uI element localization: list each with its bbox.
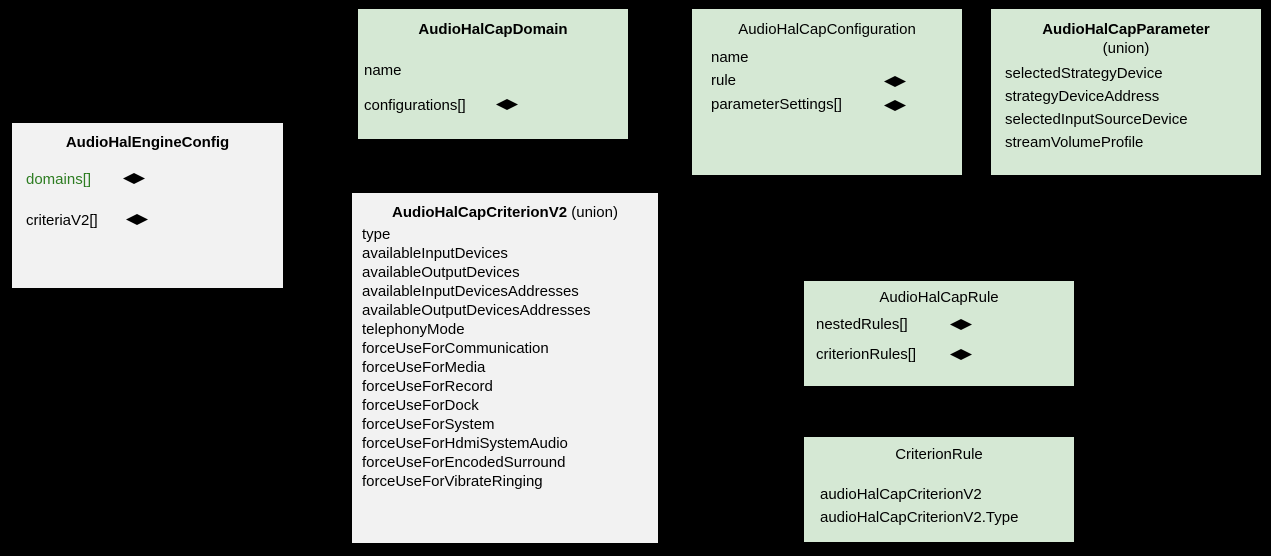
composition-diamond-configurations — [496, 99, 518, 110]
field-domain-name: name — [364, 62, 402, 79]
box-audio-hal-cap-parameter[interactable]: AudioHalCapParameter (union) selectedStr… — [991, 9, 1261, 175]
field-available-output-devices-addresses: availableOutputDevicesAddresses — [362, 302, 591, 319]
composition-diamond-criteriav2 — [126, 214, 148, 225]
field-force-use-for-dock: forceUseForDock — [362, 397, 479, 414]
box-title-cap-criterion-v2: AudioHalCapCriterionV2 (union) — [352, 203, 658, 222]
box-subtitle-cap-parameter: (union) — [1102, 40, 1150, 57]
field-available-input-devices-addresses: availableInputDevicesAddresses — [362, 283, 579, 300]
field-force-use-for-communication: forceUseForCommunication — [362, 340, 549, 357]
field-stream-volume-profile: streamVolumeProfile — [1005, 134, 1144, 151]
box-audio-hal-cap-criterion-v2[interactable]: AudioHalCapCriterionV2 (union) type avai… — [352, 193, 658, 543]
field-criteriav2: criteriaV2[] — [26, 212, 98, 229]
box-audio-hal-engine-config[interactable]: AudioHalEngineConfig domains[] criteriaV… — [12, 123, 283, 288]
composition-diamond-criterionrules — [950, 349, 972, 360]
composition-diamond-rule — [884, 76, 906, 87]
field-audio-hal-cap-criterion-v2-type: audioHalCapCriterionV2.Type — [820, 509, 1019, 526]
field-force-use-for-hdmi-system-audio: forceUseForHdmiSystemAudio — [362, 435, 568, 452]
box-subtitle-cap-criterion-v2: (union) — [571, 204, 618, 221]
field-selected-input-source-device: selectedInputSourceDevice — [1005, 111, 1188, 128]
box-title-engine-config: AudioHalEngineConfig — [65, 134, 230, 151]
field-force-use-for-vibrate-ringing: forceUseForVibrateRinging — [362, 473, 543, 490]
composition-diamond-domains — [123, 173, 145, 184]
field-audio-hal-cap-criterion-v2: audioHalCapCriterionV2 — [820, 486, 982, 503]
box-title-cap-configuration: AudioHalCapConfiguration — [738, 21, 916, 38]
box-title-cap-domain: AudioHalCapDomain — [418, 21, 568, 38]
field-available-input-devices: availableInputDevices — [362, 245, 508, 262]
field-domains: domains[] — [26, 171, 92, 188]
composition-diamond-nestedrules — [950, 319, 972, 330]
field-parametersettings: parameterSettings[] — [711, 96, 842, 113]
field-config-name: name — [711, 49, 749, 66]
field-type: type — [362, 226, 391, 243]
field-selected-strategy-device: selectedStrategyDevice — [1005, 65, 1163, 82]
field-nested-rules: nestedRules[] — [816, 316, 908, 333]
field-available-output-devices: availableOutputDevices — [362, 264, 520, 281]
box-criterion-rule[interactable]: CriterionRule audioHalCapCriterionV2 aud… — [804, 437, 1074, 542]
field-configurations: configurations[] — [364, 97, 466, 114]
box-title-cap-rule: AudioHalCapRule — [879, 289, 999, 306]
box-title-cap-parameter: AudioHalCapParameter — [1042, 21, 1210, 38]
composition-diamond-parametersettings — [884, 100, 906, 111]
field-config-rule: rule — [711, 72, 737, 89]
box-title-criterion-rule: CriterionRule — [895, 446, 983, 463]
field-force-use-for-record: forceUseForRecord — [362, 378, 493, 395]
field-telephony-mode: telephonyMode — [362, 321, 465, 338]
box-audio-hal-cap-rule[interactable]: AudioHalCapRule nestedRules[] criterionR… — [804, 281, 1074, 386]
field-strategy-device-address: strategyDeviceAddress — [1005, 88, 1160, 105]
box-audio-hal-cap-configuration[interactable]: AudioHalCapConfiguration name rule param… — [692, 9, 962, 175]
field-force-use-for-encoded-surround: forceUseForEncodedSurround — [362, 454, 566, 471]
field-force-use-for-system: forceUseForSystem — [362, 416, 495, 433]
criterion-field-list: type availableInputDevices availableOutp… — [362, 225, 590, 491]
box-audio-hal-cap-domain[interactable]: AudioHalCapDomain name configurations[] — [358, 9, 628, 139]
field-criterion-rules: criterionRules[] — [816, 346, 917, 363]
field-force-use-for-media: forceUseForMedia — [362, 359, 486, 376]
box-title-cap-criterion-v2-text: AudioHalCapCriterionV2 — [392, 204, 568, 221]
